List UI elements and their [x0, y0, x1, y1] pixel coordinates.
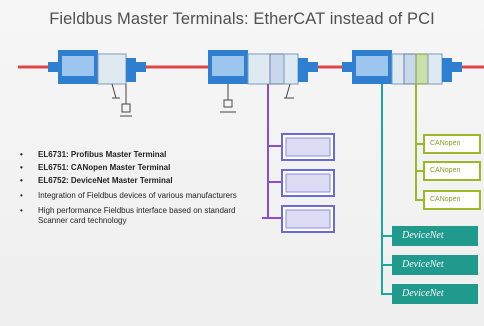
io-terminals: [247, 53, 271, 85]
canopen-device-2: [423, 161, 481, 181]
coupler-panel: [212, 56, 244, 76]
canopen-line: [415, 84, 424, 201]
bullet-el6752: EL6752: DeviceNet Master Terminal: [18, 176, 243, 186]
feature-bullet-list: EL6731: Profibus Master Terminal EL6751:…: [18, 150, 243, 229]
bullet-el6731: EL6731: Profibus Master Terminal: [18, 150, 243, 160]
devicenet-device-label: DeviceNet: [402, 259, 444, 270]
slide-title: Fieldbus Master Terminals: EtherCAT inst…: [49, 10, 435, 28]
devicenet-device-label: DeviceNet: [402, 230, 444, 241]
canopen-device-label: CANopen: [430, 140, 461, 147]
canopen-device-3: [423, 190, 481, 210]
canopen-device-label: CANopen: [430, 196, 461, 203]
canopen-device-label: CANopen: [430, 167, 461, 174]
terminal-station-2: [208, 50, 318, 219]
bullet-el6751: EL6751: CANopen Master Terminal: [18, 163, 243, 173]
bullet-integration: Integration of Fieldbus devices of vario…: [18, 191, 243, 201]
io-terminals: [97, 53, 127, 85]
connector-left: [48, 62, 58, 72]
end-terminal: [126, 58, 136, 82]
devicenet-master-terminal: [403, 53, 417, 85]
coupler-panel: [356, 56, 388, 76]
connector-right: [308, 62, 318, 72]
devicenet-device-label: DeviceNet: [402, 288, 444, 299]
canopen-device-1: [423, 134, 481, 154]
devicenet-devices: [392, 226, 478, 304]
profibus-line: [262, 84, 269, 219]
end-terminal: [298, 58, 308, 82]
devicenet-device-3: [392, 284, 478, 304]
coupler-panel: [62, 56, 94, 76]
devicenet-device-1: [392, 226, 478, 246]
bullet-performance: High performance Fieldbus interface base…: [18, 206, 243, 226]
connector-left: [342, 62, 352, 72]
terminal-station-1: [48, 50, 146, 117]
load-symbol: [121, 103, 131, 113]
io-terminals: [391, 53, 405, 85]
connector-right: [452, 62, 462, 72]
canopen-devices: [423, 134, 481, 210]
connector-right: [136, 62, 146, 72]
devicenet-line: [381, 84, 392, 295]
terminal-station-3: [342, 50, 462, 295]
devicenet-device-2: [392, 255, 478, 275]
io-terminals-extra: [427, 53, 443, 85]
profibus-devices: [281, 133, 335, 233]
canopen-master-terminal: [415, 53, 429, 85]
profibus-master-terminal: [269, 53, 285, 85]
end-terminal: [442, 58, 452, 82]
io-terminals-extra: [283, 53, 299, 85]
